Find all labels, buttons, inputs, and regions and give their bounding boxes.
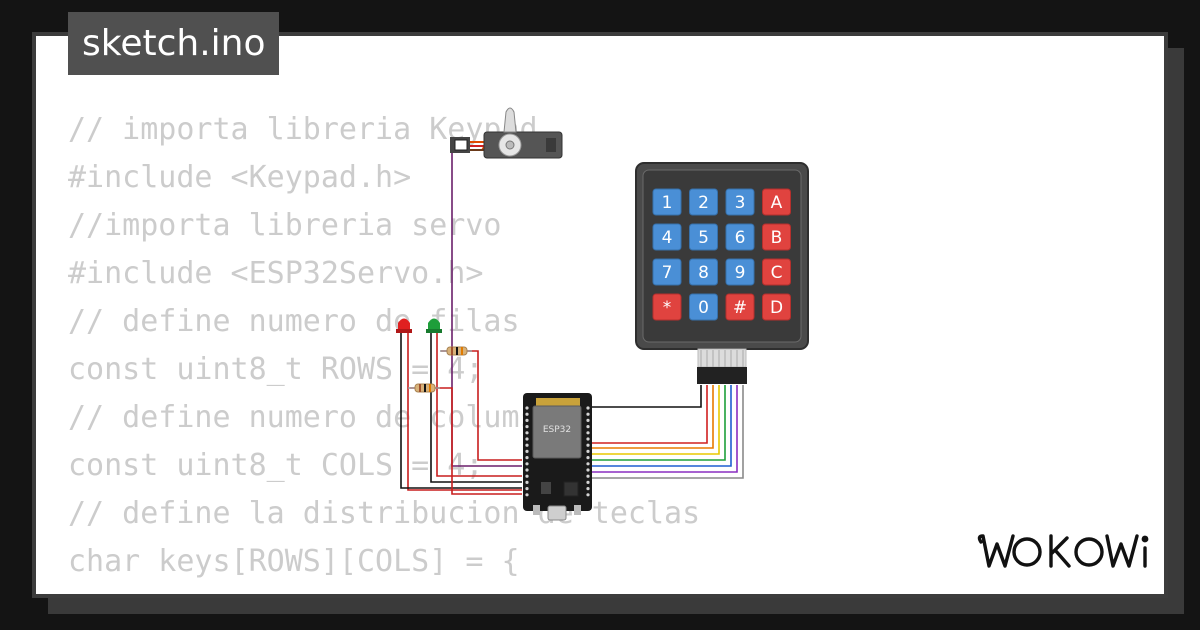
esp32-pins-left xyxy=(525,406,529,497)
led-red xyxy=(396,318,412,333)
keypad-key-label: C xyxy=(771,263,783,283)
wokwi-logo xyxy=(977,534,1149,568)
keypad-key-label: 7 xyxy=(662,263,673,283)
keypad-key-6[interactable]: 6 xyxy=(725,223,755,251)
wire-keypad-8 xyxy=(592,385,744,479)
code-line: #include <ESP32Servo.h> xyxy=(68,256,484,291)
keypad-key-9[interactable]: 9 xyxy=(725,258,755,286)
keypad-key-label: B xyxy=(771,228,783,248)
keypad-key-label: 2 xyxy=(698,193,709,213)
code-line: // define la distribucion de teclas xyxy=(68,496,701,531)
keypad-key-label: 5 xyxy=(698,228,709,248)
wire-green-led-cathode xyxy=(430,332,522,483)
keypad-key-label: # xyxy=(733,298,747,318)
led-green xyxy=(426,318,442,333)
code-line: //importa libreria servo xyxy=(68,208,502,243)
wire-keypad-3 xyxy=(592,385,714,449)
esp32-pins-right xyxy=(586,406,590,497)
resistor-1 xyxy=(440,346,472,356)
keypad-key-label: 3 xyxy=(735,193,746,213)
keypad-key-8[interactable]: 8 xyxy=(689,258,718,286)
wire-keypad-6 xyxy=(592,385,732,467)
keypad-key-label: D xyxy=(770,298,783,318)
wire-red-led-cathode xyxy=(400,332,522,489)
resistor-2 xyxy=(408,383,440,393)
wire-keypad-5 xyxy=(592,385,726,461)
keypad-4x4: 1 2 3 A 4 5 6 B 7 8 9 C * 0 # D xyxy=(635,162,809,384)
code-line: {'1', '2', '3', 'A'}, xyxy=(68,586,700,594)
wire-resistor-1 xyxy=(441,350,522,461)
keypad-key-C[interactable]: C xyxy=(762,258,791,286)
esp32-chip-label: ESP32 xyxy=(543,425,571,435)
wire-keypad-2 xyxy=(592,385,708,444)
keypad-key-D[interactable]: D xyxy=(762,293,791,321)
keypad-key-label: 8 xyxy=(698,263,709,283)
code-line: #include <Keypad.h> xyxy=(68,160,412,195)
keypad-key-label: 9 xyxy=(735,263,746,283)
keypad-key-*[interactable]: * xyxy=(652,293,682,321)
keypad-key-label: 0 xyxy=(698,298,709,318)
keypad-key-#[interactable]: # xyxy=(725,293,755,321)
servo-motor xyxy=(450,107,563,159)
wire-red-led-anode xyxy=(407,332,522,491)
keypad-key-label: 1 xyxy=(662,193,673,213)
keypad-key-7[interactable]: 7 xyxy=(652,258,682,286)
keypad-key-A[interactable]: A xyxy=(762,188,791,216)
keypad-key-2[interactable]: 2 xyxy=(689,188,718,216)
keypad-key-label: * xyxy=(663,298,672,318)
esp32-board: ESP32 xyxy=(523,393,592,521)
keypad-key-label: 6 xyxy=(735,228,746,248)
keypad-key-1[interactable]: 1 xyxy=(652,188,682,216)
wire-servo-signal xyxy=(451,145,522,467)
wire-green-led-anode xyxy=(436,332,522,477)
keypad-key-0[interactable]: 0 xyxy=(689,293,718,321)
keypad-key-label: 4 xyxy=(662,228,673,248)
keypad-key-B[interactable]: B xyxy=(762,223,791,251)
keypad-key-3[interactable]: 3 xyxy=(725,188,755,216)
code-background: // importa libreria Keypad#include <Keyp… xyxy=(68,106,701,594)
keypad-key-5[interactable]: 5 xyxy=(689,223,718,251)
code-line: const uint8_t COLS = 4; xyxy=(68,448,484,483)
wire-keypad-4 xyxy=(592,385,720,455)
preview-card: // importa libreria Keypad#include <Keyp… xyxy=(32,32,1168,598)
code-line: // define numero de colums xyxy=(68,400,538,435)
wire-keypad-1 xyxy=(592,385,702,408)
keypad-key-label: A xyxy=(771,193,783,213)
code-line: char keys[ROWS][COLS] = { xyxy=(68,544,520,579)
keypad-ribbon-cable xyxy=(697,348,747,384)
keypad-key-4[interactable]: 4 xyxy=(652,223,682,251)
file-tab-title: sketch.ino xyxy=(68,12,280,75)
wire-keypad-7 xyxy=(592,385,738,473)
code-line: // define numero de filas xyxy=(68,304,520,339)
wire-resistor-2 xyxy=(410,387,522,495)
